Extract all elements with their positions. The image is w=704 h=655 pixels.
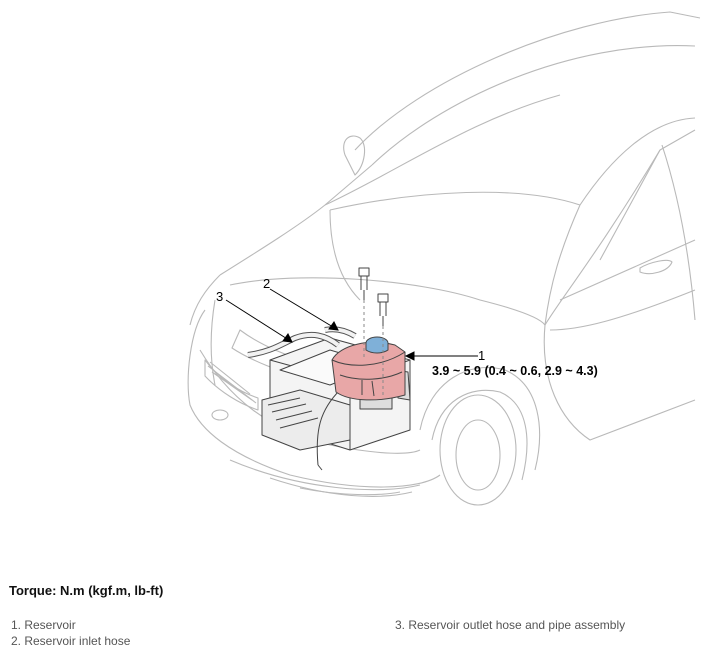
engine-parts <box>247 267 411 471</box>
torque-spec-label: 3.9 ~ 5.9 (0.4 ~ 0.6, 2.9 ~ 4.3) <box>432 364 598 378</box>
legend-item-reservoir: 1. Reservoir <box>11 618 76 632</box>
torque-units-heading: Torque: N.m (kgf.m, lb-ft) <box>9 583 164 598</box>
callout-2: 2 <box>263 276 271 291</box>
legend-item-outlet-hose: 3. Reservoir outlet hose and pipe assemb… <box>395 618 626 632</box>
car-body-outline <box>187 11 701 506</box>
bolt-icon <box>377 293 389 326</box>
callout-3: 3 <box>216 289 224 304</box>
bolt-icon <box>358 267 370 300</box>
callout-1: 1 <box>478 348 486 363</box>
legend-item-inlet-hose: 2. Reservoir inlet hose <box>11 634 131 648</box>
leader-lines <box>225 288 478 361</box>
car-engine-diagram <box>187 11 701 506</box>
